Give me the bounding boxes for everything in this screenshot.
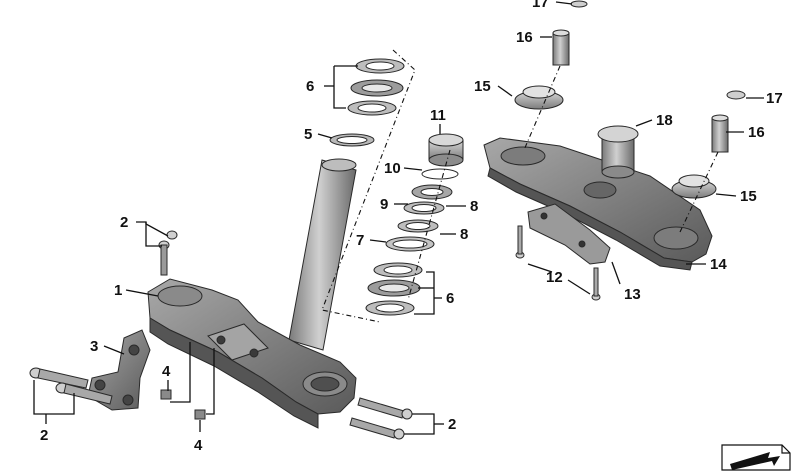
upper-triple-clamp xyxy=(483,137,713,271)
callout-10: 10 xyxy=(384,160,401,177)
folded-corner-arrow-icon xyxy=(721,444,791,471)
callout-8-lower: 8 xyxy=(460,226,468,243)
callout-4-lower: 4 xyxy=(194,437,203,454)
callout-7: 7 xyxy=(356,232,364,249)
callout-5: 5 xyxy=(304,126,312,143)
callout-4-upper: 4 xyxy=(162,363,171,380)
callout-2-lower-left: 2 xyxy=(40,427,48,444)
lower-bearing-set xyxy=(365,262,423,316)
steering-nut-11 xyxy=(428,133,464,167)
axis-lines-right xyxy=(523,65,719,233)
stud-pair-upper xyxy=(158,230,178,276)
seal-ring-5 xyxy=(329,133,375,147)
callout-12: 12 xyxy=(546,269,563,286)
callout-2-upper: 2 xyxy=(120,214,128,231)
callout-18: 18 xyxy=(656,112,673,129)
dust-seal-7 xyxy=(385,236,435,252)
callout-15-right: 15 xyxy=(740,188,757,205)
screws-12 xyxy=(515,225,601,301)
callout-6-upper: 6 xyxy=(306,78,314,95)
mounting-bracket xyxy=(87,329,151,411)
bolts-right xyxy=(349,397,413,440)
callout-3: 3 xyxy=(90,338,98,355)
sleeve-right xyxy=(711,114,729,153)
nuts xyxy=(160,389,206,420)
callout-15-left: 15 xyxy=(474,78,491,95)
rubber-mount-18 xyxy=(597,125,639,179)
handlebar-bracket xyxy=(527,203,611,265)
bolts-left xyxy=(29,367,113,405)
cap-left xyxy=(570,0,588,8)
lock-washer-10 xyxy=(421,168,459,180)
axis-lines xyxy=(321,49,451,323)
cap-right xyxy=(726,90,746,100)
leader-lines xyxy=(33,1,764,435)
callout-labels: 1 2 3 2 4 4 2 5 6 6 7 8 8 9 10 11 12 13 … xyxy=(40,0,783,454)
callout-8-upper: 8 xyxy=(470,198,478,215)
callout-16-left: 16 xyxy=(516,29,533,46)
callout-13: 13 xyxy=(624,286,641,303)
lower-triple-clamp xyxy=(147,158,357,429)
cap-washer-left xyxy=(514,85,564,110)
callout-11: 11 xyxy=(430,107,446,124)
upper-bearing-set xyxy=(347,58,405,116)
callout-2-lower-right: 2 xyxy=(448,416,456,433)
callout-1: 1 xyxy=(114,282,122,299)
callout-9: 9 xyxy=(380,196,388,213)
callout-16-right: 16 xyxy=(748,124,765,141)
callout-6-lower: 6 xyxy=(446,290,454,307)
callout-17-left: 17 xyxy=(532,0,549,11)
callout-14: 14 xyxy=(710,256,727,273)
ring-nut-9 xyxy=(411,184,453,200)
washer-8 xyxy=(397,201,445,233)
sleeve-left xyxy=(552,29,570,66)
callout-17-right: 17 xyxy=(766,90,783,107)
cap-washer-right xyxy=(671,174,717,199)
